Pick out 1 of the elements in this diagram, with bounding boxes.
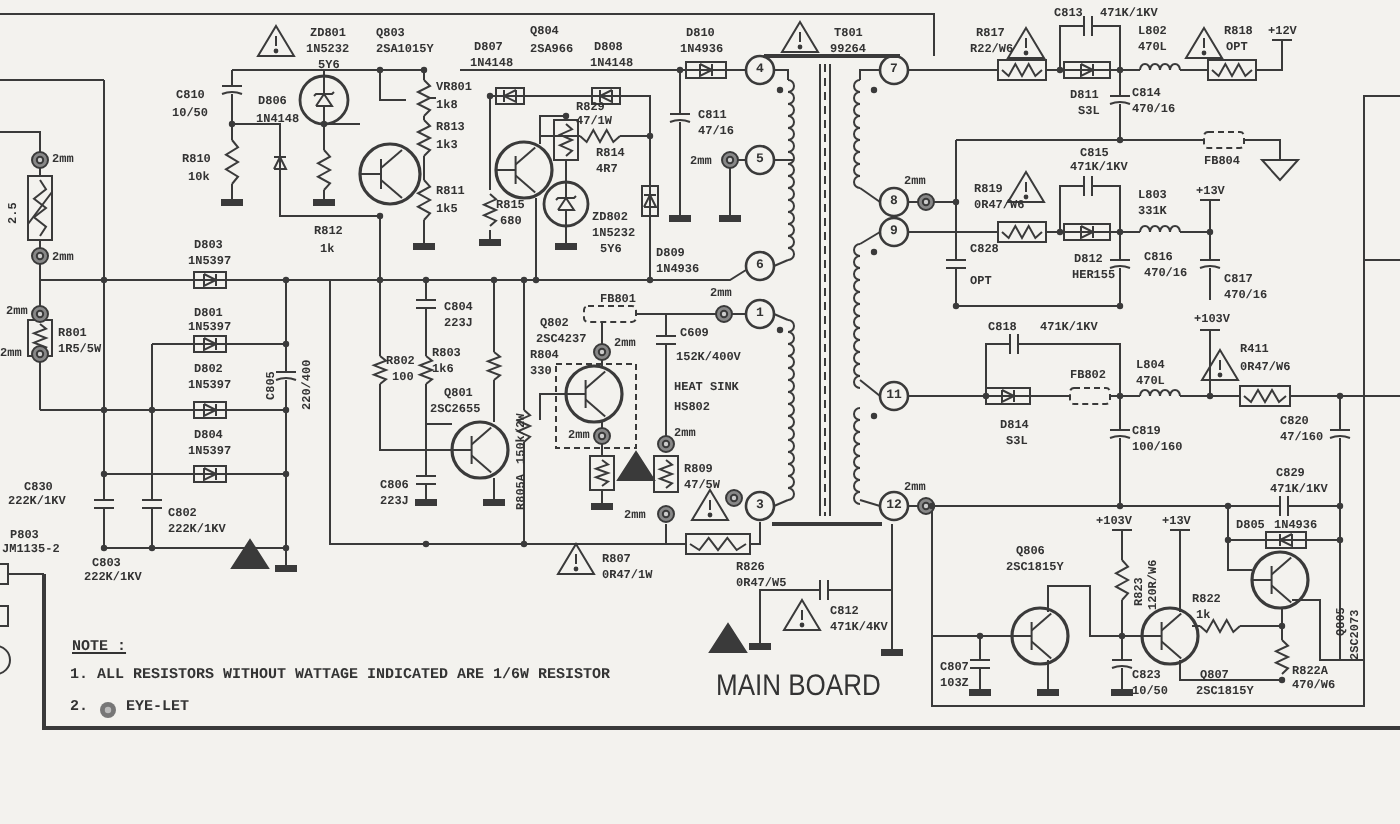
board-title: MAIN BOARD bbox=[716, 669, 881, 703]
